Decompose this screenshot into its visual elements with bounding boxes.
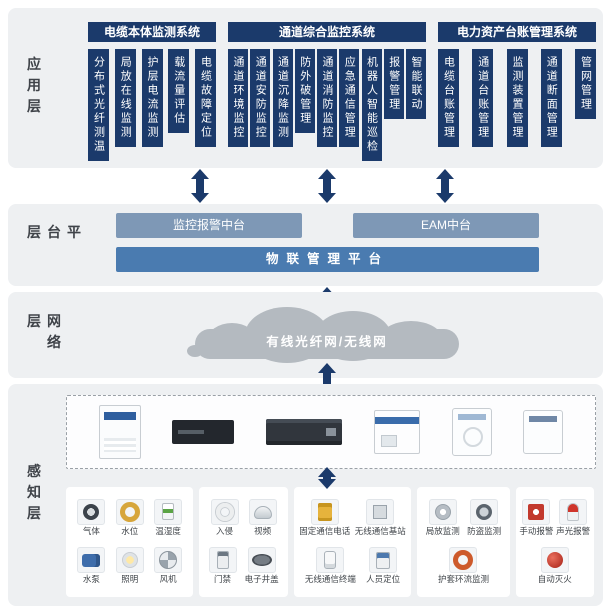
layer-label-application: 应用层 [26, 56, 42, 120]
sensor-card-fire-alarm: 手动报警 声光报警 自动灭火 [515, 487, 594, 597]
sensor-item: 无线通信基站 [355, 499, 406, 537]
sensor-item: 水位 [115, 499, 144, 537]
sound-light-alarm-icon [559, 499, 588, 526]
application-layer-band: 应用层 电缆本体监测系统 分布式光纤测温 局放在线监测 护层电流监测 载流量评估… [8, 8, 603, 168]
sensor-item: 照明 [115, 547, 144, 585]
app-function-item: 机器人智能巡检 [361, 49, 382, 161]
electronic-manhole-cover-icon [247, 547, 276, 574]
sensor-item: 人员定位 [366, 547, 400, 585]
distribution-box-icon [523, 410, 564, 454]
sensor-item: 声光报警 [556, 499, 590, 537]
app-function-item: 电缆故障定位 [195, 49, 216, 147]
double-arrow-icon [436, 169, 454, 203]
sensor-grid: 气体 水位 温湿度 水泵 [66, 487, 594, 597]
app-function-item: 通道沉降监测 [272, 49, 293, 147]
gas-sensor-icon [77, 499, 106, 526]
wireless-base-station-icon [366, 499, 395, 526]
sensor-item: 风机 [154, 547, 183, 585]
water-level-sensor-icon [115, 499, 144, 526]
sensor-item: 门禁 [208, 547, 237, 585]
app-function-item: 护层电流监测 [141, 49, 163, 147]
cloud-label: 有线光纤网/无线网 [266, 335, 388, 349]
app-group-cable-monitoring: 电缆本体监测系统 分布式光纤测温 局放在线监测 护层电流监测 载流量评估 电缆故… [88, 22, 216, 161]
app-group-items: 通道环境监控 通道安防监控 通道沉降监测 防外破管理 通道消防监控 应急通信管理… [228, 49, 426, 161]
app-function-item: 应急通信管理 [339, 49, 360, 147]
partial-discharge-monitor-icon [428, 499, 457, 526]
app-function-item: 载流量评估 [168, 49, 190, 133]
layer-label-perception: 感知层 [26, 463, 42, 527]
sensor-item: 水泵 [77, 547, 106, 585]
lighting-icon [115, 547, 144, 574]
sensor-item: 入侵 [210, 499, 239, 537]
app-group-asset-ledger: 电力资产台账管理系统 电缆台账管理 通道台账管理 监测装置管理 通道断面管理 管… [438, 22, 596, 147]
layer-label-platform: 平台层 [26, 224, 82, 246]
app-group-items: 电缆台账管理 通道台账管理 监测装置管理 通道断面管理 管网管理 [438, 49, 596, 147]
manual-alarm-icon [522, 499, 551, 526]
sensor-item: 自动灭火 [538, 547, 572, 585]
app-group-channel-monitoring: 通道综合监控系统 通道环境监控 通道安防监控 通道沉降监测 防外破管理 通道消防… [228, 22, 426, 161]
junction-box-icon [373, 410, 420, 454]
water-pump-icon [77, 547, 106, 574]
sensor-card-cable-monitoring: 局放监测 防盗监测 护套环流监测 [417, 487, 510, 597]
app-function-item: 电缆台账管理 [438, 49, 459, 147]
sensor-item: 局放监测 [426, 499, 460, 537]
app-function-item: 防外破管理 [294, 49, 315, 133]
intrusion-sensor-icon [210, 499, 239, 526]
network-cloud: 有线光纤网/无线网 [187, 305, 467, 363]
wall-terminal-icon [451, 408, 492, 456]
app-function-item: 管网管理 [575, 49, 596, 119]
video-camera-icon [248, 499, 277, 526]
eam-platform-box: EAM中台 [353, 213, 539, 238]
rack-server-icon [266, 419, 343, 445]
sensor-item: 无线通信终端 [305, 547, 356, 585]
sensor-item: 气体 [77, 499, 106, 537]
wireless-terminal-icon [316, 547, 345, 574]
perception-layer-band: 感知层 气体 水位 [8, 384, 603, 606]
double-arrow-icon [318, 169, 336, 203]
sensor-card-security: 入侵 视频 门禁 电子井盖 [199, 487, 288, 597]
sensor-item: 电子井盖 [245, 547, 279, 585]
iot-management-platform-bar: 物联管理平台 [116, 247, 539, 272]
app-function-item: 智能联动 [406, 49, 426, 119]
app-function-item: 报警管理 [383, 49, 404, 119]
monitoring-alarm-platform-box: 监控报警中台 [116, 213, 302, 238]
network-layer-band: 网络层 有线光纤网/无线网 [8, 292, 603, 378]
sensor-item: 防盗监测 [467, 499, 501, 537]
temperature-humidity-sensor-icon [154, 499, 183, 526]
sensor-item: 手动报警 [519, 499, 553, 537]
app-function-item: 分布式光纤测温 [88, 49, 109, 161]
app-system-header: 电力资产台账管理系统 [438, 22, 596, 42]
app-function-item: 通道环境监控 [228, 49, 248, 147]
app-function-item: 通道消防监控 [317, 49, 337, 147]
edge-equipment-box [66, 395, 596, 469]
anti-theft-monitor-icon [470, 499, 499, 526]
dvr-recorder-icon [172, 420, 235, 444]
sheath-circulating-current-monitor-icon [449, 547, 478, 574]
app-function-item: 通道安防监控 [250, 49, 271, 147]
double-arrow-icon [191, 169, 209, 203]
layer-label-network: 网络层 [26, 313, 62, 356]
sensor-item: 护套环流监测 [438, 547, 489, 585]
app-function-item: 监测装置管理 [506, 49, 528, 147]
sensor-item: 视频 [248, 499, 277, 537]
sensor-card-communication: 固定通信电话 无线通信基站 无线通信终端 人员定位 [293, 487, 412, 597]
sensor-item: 固定通信电话 [299, 499, 350, 537]
sensor-card-environment: 气体 水位 温湿度 水泵 [66, 487, 194, 597]
personnel-positioning-icon [369, 547, 398, 574]
app-function-item: 局放在线监测 [114, 49, 136, 147]
access-control-icon [208, 547, 237, 574]
platform-layer-band: 平台层 监控报警中台 EAM中台 物联管理平台 [8, 204, 603, 286]
double-arrow-icon [318, 467, 336, 489]
fan-icon [154, 547, 183, 574]
app-function-item: 通道断面管理 [540, 49, 562, 147]
monitoring-cabinet-icon [98, 405, 141, 459]
automatic-fire-extinguisher-icon [540, 547, 569, 574]
sensor-item: 温湿度 [154, 499, 183, 537]
app-system-header: 电缆本体监测系统 [88, 22, 216, 42]
app-group-items: 分布式光纤测温 局放在线监测 护层电流监测 载流量评估 电缆故障定位 [88, 49, 216, 161]
app-system-header: 通道综合监控系统 [228, 22, 426, 42]
app-function-item: 通道台账管理 [472, 49, 494, 147]
fixed-telephone-icon [310, 499, 339, 526]
